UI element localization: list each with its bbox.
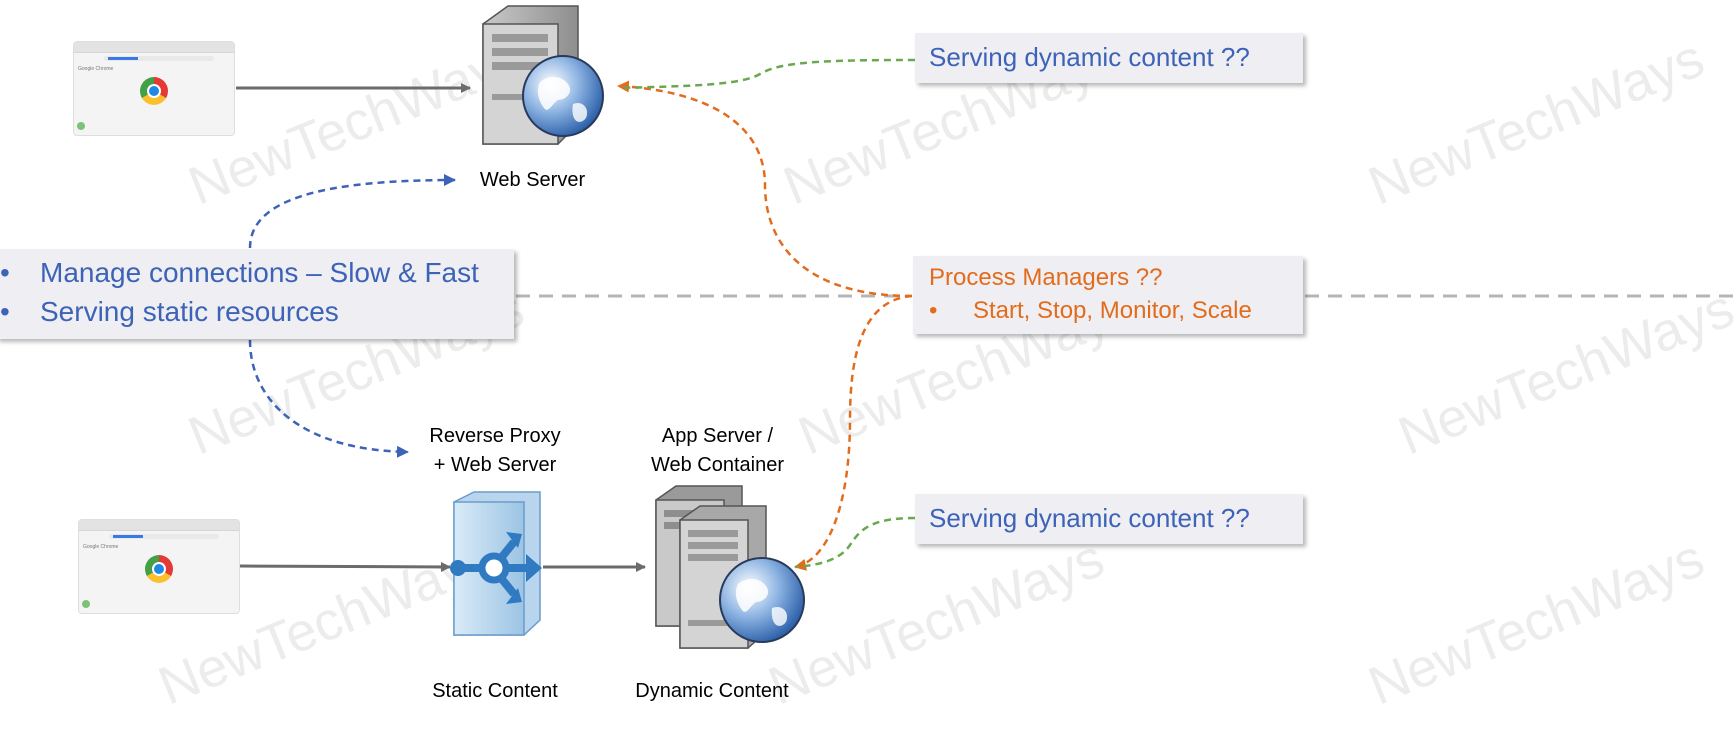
reverse-proxy-icon (450, 491, 542, 636)
dynamic-content-caption: Dynamic Content (635, 680, 789, 702)
process-to-webserver-arrow (617, 80, 913, 298)
app-server-label-line1: App Server / (661, 425, 774, 447)
browser-window-bottom: Google Chrome (78, 519, 240, 614)
manage-item-text: Serving static resources (40, 296, 339, 327)
chrome-logo-icon (145, 555, 173, 583)
browser-brand: Google Chrome (78, 66, 114, 72)
app-server-label-line2: Web Container (650, 454, 785, 476)
chrome-logo-icon (140, 77, 168, 105)
callout-text: Serving dynamic content ?? (929, 42, 1250, 72)
callout-process-managers: Process Managers ?? •Start, Stop, Monito… (913, 256, 1303, 334)
manage-item: •Manage connections – Slow & Fast (0, 257, 479, 288)
manage-item-text: Manage connections – Slow & Fast (40, 257, 479, 288)
process-managers-item: •Start, Stop, Monitor, Scale (929, 297, 1252, 324)
callout-dynamic-content-top: Serving dynamic content ?? (915, 33, 1303, 83)
manage-to-proxy-arrow (248, 339, 409, 458)
manage-to-webserver-arrow (248, 174, 456, 249)
reverse-proxy-label-line2: + Web Server (433, 454, 557, 476)
dynamic-bottom-to-appserver-arrow (794, 516, 916, 569)
reverse-proxy-label-line1: Reverse Proxy (429, 425, 561, 447)
web-server-globe-icon (482, 5, 604, 145)
web-server-label: Web Server (479, 169, 586, 191)
process-managers-title: Process Managers ?? (929, 264, 1163, 291)
callout-text: Serving dynamic content ?? (929, 503, 1250, 533)
browser-window-top: Google Chrome (73, 41, 235, 136)
manage-item: •Serving static resources (0, 296, 339, 327)
browser-brand: Google Chrome (83, 544, 119, 550)
browser-to-proxy-arrow (239, 561, 451, 572)
process-managers-item-text: Start, Stop, Monitor, Scale (973, 297, 1252, 324)
static-content-caption: Static Content (432, 680, 558, 702)
dynamic-top-to-webserver-arrow (619, 58, 916, 90)
app-server-globe-icon (655, 485, 805, 649)
callout-manage-connections: •Manage connections – Slow & Fast •Servi… (0, 249, 514, 339)
callout-dynamic-content-bottom: Serving dynamic content ?? (915, 494, 1303, 544)
process-to-appserver-arrow (794, 294, 913, 571)
